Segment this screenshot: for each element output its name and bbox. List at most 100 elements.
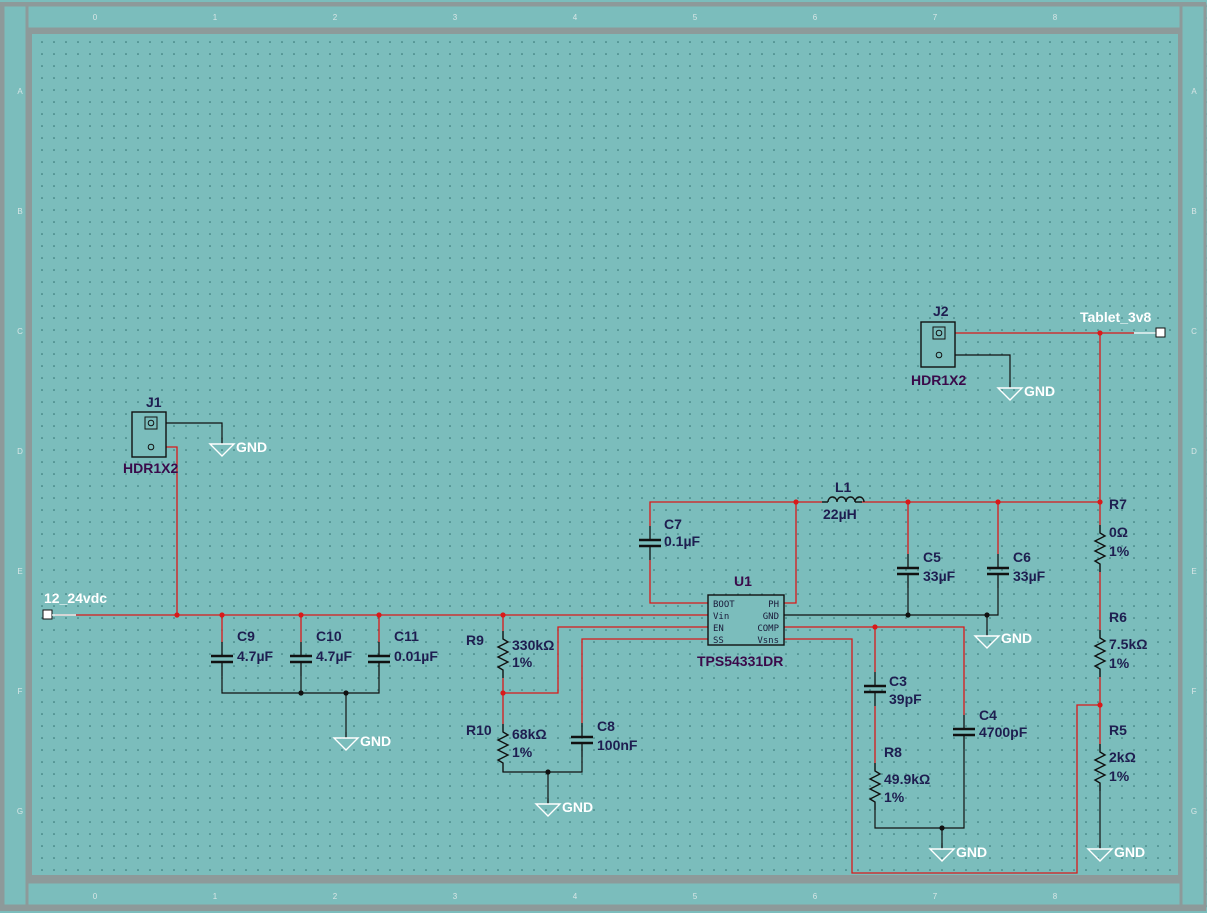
grid-col-top-8: 8 xyxy=(1053,13,1058,22)
gnd-symbol-j1: GND xyxy=(209,437,267,457)
resistor-r7[interactable]: R7 0Ω 1% xyxy=(1094,496,1130,573)
r7-ref: R7 xyxy=(1109,496,1127,512)
c4-ref: C4 xyxy=(979,707,997,723)
j2-ref: J2 xyxy=(933,303,949,319)
grid-col-bottom-0: 0 xyxy=(93,892,98,901)
grid-col-top-0: 0 xyxy=(93,13,98,22)
output-port[interactable]: Tablet_3v8 xyxy=(1080,309,1166,338)
u1-pin-boot: BOOT xyxy=(713,600,735,610)
capacitor-c8[interactable]: C8 100nF xyxy=(569,718,638,759)
gnd-symbol-input-caps: GND xyxy=(333,731,391,751)
c10-value: 4.7µF xyxy=(316,648,353,664)
j2-value: HDR1X2 xyxy=(911,372,966,388)
l1-ref: L1 xyxy=(835,479,852,495)
j1-ref: J1 xyxy=(146,394,162,410)
c11-ref: C11 xyxy=(394,628,419,644)
grid-row-left-B: B xyxy=(17,207,22,216)
c8-value: 100nF xyxy=(597,737,638,753)
svg-text:GND: GND xyxy=(360,733,391,749)
c3-value: 39pF xyxy=(889,691,922,707)
r7-value: 0Ω xyxy=(1109,524,1128,540)
grid-col-bottom-7: 7 xyxy=(933,892,938,901)
connector-j1[interactable]: J1 HDR1X2 xyxy=(123,394,178,476)
gnd-symbol-ic: GND xyxy=(974,629,1032,649)
gnd-symbol-comp: GND xyxy=(929,842,987,862)
svg-text:GND: GND xyxy=(956,844,987,860)
r9-ref: R9 xyxy=(466,632,484,648)
inductor-l1[interactable]: L1 22µH xyxy=(822,479,865,522)
r9-tol: 1% xyxy=(512,654,533,670)
u1-pin-vsns: Vsns xyxy=(757,636,779,646)
r5-value: 2kΩ xyxy=(1109,749,1136,765)
u1-part: TPS54331DR xyxy=(697,653,783,669)
grid-col-bottom-4: 4 xyxy=(573,892,578,901)
grid-col-top-1: 1 xyxy=(213,13,218,22)
junctions xyxy=(174,330,1103,831)
grid-col-bottom-2: 2 xyxy=(333,892,338,901)
u1-pin-ph: PH xyxy=(768,600,779,610)
resistor-r10[interactable]: R10 68kΩ 1% xyxy=(466,722,547,772)
input-port-label: 12_24vdc xyxy=(44,590,107,606)
resistor-r5[interactable]: R5 2kΩ 1% xyxy=(1094,722,1136,792)
c11-value: 0.01µF xyxy=(394,648,438,664)
c7-ref: C7 xyxy=(664,516,682,532)
input-port[interactable]: 12_24vdc xyxy=(42,590,107,620)
c3-ref: C3 xyxy=(889,673,907,689)
grid-col-top-2: 2 xyxy=(333,13,338,22)
resistor-r9[interactable]: R9 330kΩ 1% xyxy=(466,630,554,679)
svg-text:GND: GND xyxy=(236,439,267,455)
grid-col-bottom-6: 6 xyxy=(813,892,818,901)
c5-value: 33µF xyxy=(923,568,956,584)
svg-text:GND: GND xyxy=(562,799,593,815)
grid-row-left-A: A xyxy=(17,87,23,96)
r6-tol: 1% xyxy=(1109,655,1130,671)
grid-row-right-C: C xyxy=(1191,327,1197,336)
svg-text:GND: GND xyxy=(1001,630,1032,646)
grid-col-top-3: 3 xyxy=(453,13,458,22)
svg-text:GND: GND xyxy=(1114,844,1145,860)
c8-ref: C8 xyxy=(597,718,615,734)
resistor-r8[interactable]: R8 49.9kΩ 1% xyxy=(869,744,930,811)
grid-row-left-D: D xyxy=(17,447,23,456)
grid-col-top-5: 5 xyxy=(693,13,698,22)
r8-value: 49.9kΩ xyxy=(884,771,930,787)
capacitor-c5[interactable]: C5 33µF xyxy=(895,549,956,590)
r7-tol: 1% xyxy=(1109,543,1130,559)
ic-u1[interactable]: U1 TPS54331DR BOOT Vin EN SS PH GND COMP… xyxy=(697,573,785,669)
c9-ref: C9 xyxy=(237,628,255,644)
grid-col-top-6: 6 xyxy=(813,13,818,22)
u1-ref: U1 xyxy=(734,573,752,589)
grid-row-right-F: F xyxy=(1192,687,1197,696)
grid-row-right-G: G xyxy=(1191,807,1197,816)
grid-col-bottom-5: 5 xyxy=(693,892,698,901)
u1-pin-comp: COMP xyxy=(757,624,779,634)
c5-ref: C5 xyxy=(923,549,941,565)
c7-value: 0.1µF xyxy=(664,533,701,549)
capacitor-c9[interactable]: C9 4.7µF xyxy=(209,628,274,678)
grid-row-right-B: B xyxy=(1191,207,1196,216)
u1-pin-en: EN xyxy=(713,624,724,634)
grid-row-right-A: A xyxy=(1191,87,1197,96)
grid-row-right-D: D xyxy=(1191,447,1197,456)
c9-value: 4.7µF xyxy=(237,648,274,664)
r10-ref: R10 xyxy=(466,722,492,738)
gnd-symbol-j2: GND xyxy=(997,381,1055,401)
grid-col-bottom-1: 1 xyxy=(213,892,218,901)
grid-row-left-G: G xyxy=(17,807,23,816)
r8-tol: 1% xyxy=(884,789,905,805)
resistor-r6[interactable]: R6 7.5kΩ 1% xyxy=(1094,609,1147,678)
grid-row-left-F: F xyxy=(18,687,23,696)
capacitor-c7[interactable]: C7 0.1µF xyxy=(637,516,701,562)
capacitor-c6[interactable]: C6 33µF xyxy=(985,549,1046,590)
output-port-label: Tablet_3v8 xyxy=(1080,309,1152,325)
capacitor-c3[interactable]: C3 39pF xyxy=(862,670,922,708)
capacitor-c4[interactable]: C4 4700pF xyxy=(951,707,1028,751)
connector-j2[interactable]: J2 HDR1X2 xyxy=(911,303,966,388)
u1-pin-vin: Vin xyxy=(713,612,729,622)
gnd-symbol-output: GND xyxy=(1087,842,1145,862)
u1-pin-gnd: GND xyxy=(763,612,779,622)
capacitor-c11[interactable]: C11 0.01µF xyxy=(366,628,438,678)
capacitor-c10[interactable]: C10 4.7µF xyxy=(288,628,353,678)
